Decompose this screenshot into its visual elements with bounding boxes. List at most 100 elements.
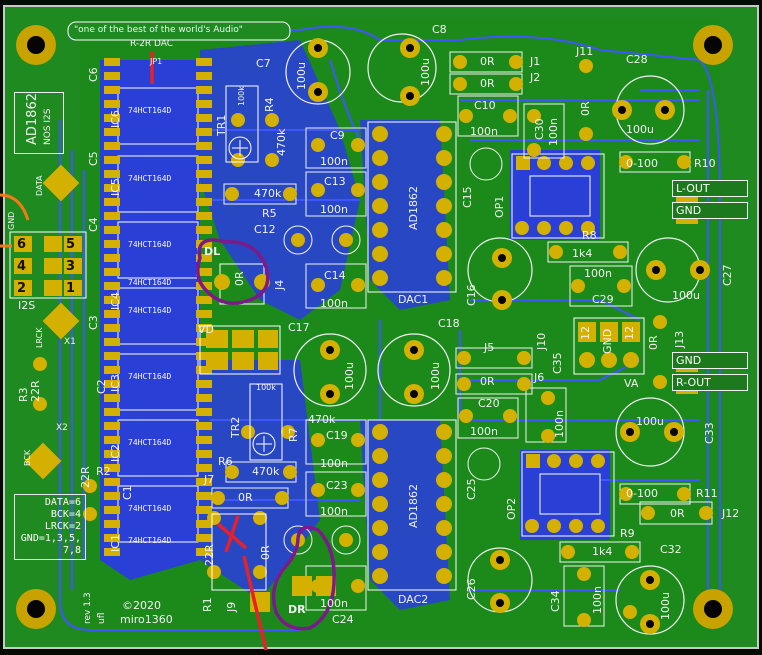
label-r1: R1	[201, 597, 214, 612]
label-c3: C3	[87, 315, 100, 330]
value-c35: 100n	[553, 410, 566, 438]
va-label-12b: 12	[623, 326, 636, 340]
label-r11: R11	[696, 487, 718, 500]
output-gnd-left: GND	[672, 202, 748, 219]
chip-label-9: 74HCT164D	[128, 536, 172, 545]
label-j7: J7	[204, 473, 215, 486]
label-j4: J4	[273, 279, 286, 290]
connector-label-i2s: I2S	[18, 299, 36, 312]
chip-label-3: 74HCT164D	[128, 240, 172, 249]
label-tr2: TR2	[229, 416, 242, 438]
pinmap-line-2: BCK=4	[50, 509, 81, 520]
label-lrck: LRCK	[35, 327, 44, 348]
chip-label-1: 74HCT164D	[128, 106, 172, 115]
va-label-12a: 12	[579, 326, 592, 340]
board-dac-title: R-2R DAC	[130, 39, 174, 49]
label-c24: C24	[332, 613, 354, 626]
label-ic4: IC4	[109, 292, 122, 310]
label-c23: C23	[326, 479, 348, 492]
label-c33: C33	[703, 422, 716, 444]
board-copyright: ©2020	[122, 599, 161, 612]
value-c18: 100u	[429, 362, 442, 390]
board-revision: rev 1.3	[83, 592, 93, 624]
label-ic5: IC5	[109, 178, 122, 196]
label-c29: C29	[592, 293, 614, 306]
label-r3: R3	[17, 387, 30, 402]
label-x2: X2	[56, 423, 68, 433]
value-c27: 100u	[672, 289, 700, 302]
value-j11: 0R	[579, 101, 592, 116]
value-r6: 470k	[252, 465, 280, 478]
label-j13: J13	[673, 330, 686, 348]
label-c4: C4	[87, 217, 100, 232]
value-tr1: 100k	[237, 86, 246, 106]
label-vd: VD	[198, 323, 214, 336]
label-c26: C26	[465, 578, 478, 600]
label-dl: DL	[204, 245, 221, 258]
value-c19: 100n	[320, 457, 348, 470]
pinmap-note: DATA=6 BCK=4 LRCK=2 GND=1,3,5, 7,8	[14, 494, 86, 560]
label-j6: J6	[534, 371, 545, 384]
label-ic1: IC1	[109, 534, 122, 552]
va-label-gnd: GND	[601, 328, 614, 354]
label-c8: C8	[432, 23, 447, 36]
pin-6: 6	[17, 237, 27, 252]
pinmap-line-5: 7,8	[62, 545, 81, 556]
pinmap-line-1: DATA=6	[44, 497, 81, 508]
chip-label-5: 74HCT164D	[128, 306, 172, 315]
chip-label-4: 74HCT164D	[128, 278, 172, 287]
label-dr: DR	[288, 603, 306, 616]
chip-label-6: 74HCT164D	[128, 372, 172, 381]
board-author: miro1360	[120, 613, 173, 626]
output-lout: L-OUT	[672, 180, 748, 197]
value-c30: 100n	[547, 118, 560, 146]
label-dac1: DAC1	[398, 293, 429, 306]
value-j7: 0R	[238, 491, 253, 504]
value-c29: 100n	[584, 267, 612, 280]
value-c28: 100u	[626, 123, 654, 136]
label-c13: C13	[324, 175, 346, 188]
label-ic6: IC6	[109, 110, 122, 128]
value-j12: 0R	[670, 507, 685, 520]
value-c20: 100n	[470, 425, 498, 438]
label-r7: R7	[287, 427, 300, 442]
label-c34: C34	[549, 590, 562, 612]
value-r9: 1k4	[592, 545, 613, 558]
label-r10: R10	[694, 157, 716, 170]
label-j9: J9	[225, 601, 238, 612]
label-gnd: GND	[7, 211, 16, 230]
label-c17: C17	[288, 321, 310, 334]
value-r11: 0-100	[626, 487, 658, 500]
label-r2: R2	[96, 465, 111, 478]
chip-ad1862-2: AD1862	[407, 484, 420, 528]
pinmap-line-3: LRCK=2	[44, 521, 81, 532]
label-r8: R8	[582, 229, 597, 242]
label-j11: J11	[576, 45, 594, 58]
label-va: VA	[624, 377, 639, 390]
label-c5: C5	[87, 151, 100, 166]
label-c15: C15	[461, 186, 474, 208]
label-j10: J10	[535, 332, 548, 350]
label-c10: C10	[474, 99, 496, 112]
label-bck: BCK	[23, 449, 32, 466]
label-r4: R4	[263, 97, 276, 112]
pin-1: 1	[66, 281, 76, 296]
value-c13: 100n	[320, 203, 348, 216]
label-x1: X1	[64, 337, 76, 347]
value-j2: 0R	[480, 77, 495, 90]
value-c14: 100n	[320, 297, 348, 310]
value-r5: 470k	[254, 187, 282, 200]
value-r1: 22R	[203, 544, 216, 566]
label-c20: C20	[478, 397, 500, 410]
value-r8: 1k4	[572, 247, 593, 260]
label-c35: C35	[551, 352, 564, 374]
label-c9: C9	[330, 129, 345, 142]
value-c33: 100u	[636, 415, 664, 428]
label-j5: J5	[484, 341, 495, 354]
label-op1: OP1	[493, 195, 506, 218]
ad-box	[14, 92, 64, 154]
label-c18: C18	[438, 317, 460, 330]
label-c27: C27	[721, 264, 734, 286]
label-c19: C19	[326, 429, 348, 442]
